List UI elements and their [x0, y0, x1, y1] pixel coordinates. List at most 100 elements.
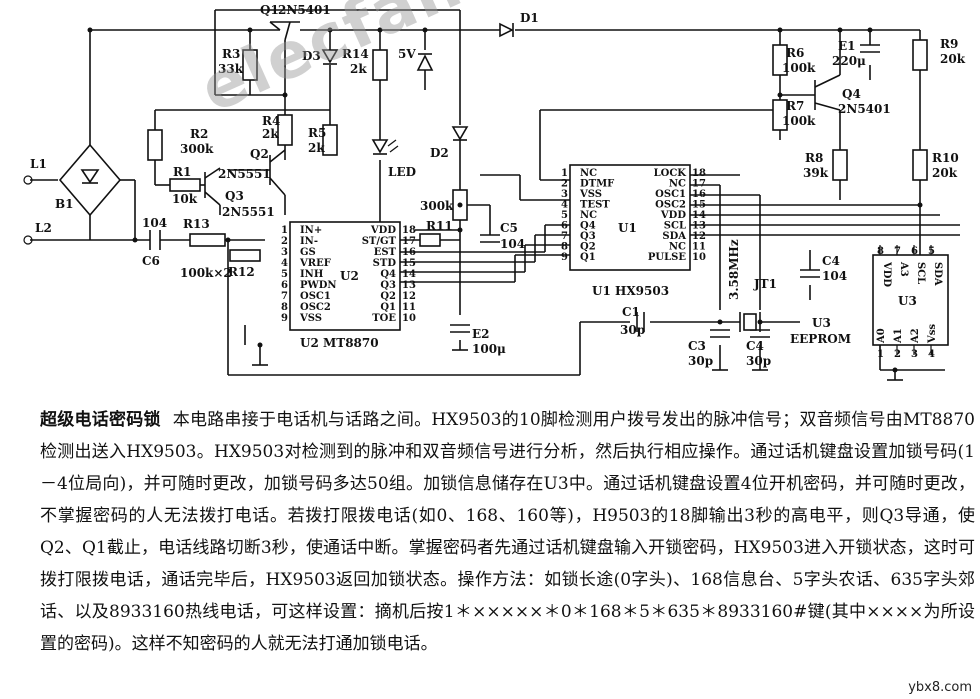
pin-number: 17 [692, 179, 706, 190]
pin-number: 8 [281, 302, 288, 313]
capacitor-C5: C5 104 [480, 221, 525, 251]
transistor-Q1: Q1 2N5401 [260, 3, 331, 41]
svg-text:C4: C4 [746, 339, 764, 353]
pin-label: Q2 [580, 242, 596, 253]
pin-number: 7 [894, 246, 901, 257]
pin-number: 8 [561, 242, 568, 253]
pin-label: VSS [579, 189, 602, 200]
pin-number: 2 [894, 349, 901, 360]
pin-number: 3 [911, 349, 918, 360]
pin-label: A1 [893, 328, 904, 344]
bridge-rectifier-B1: B1 [55, 143, 122, 217]
pin-label: NC [580, 168, 597, 179]
pin-number: 1 [281, 225, 288, 236]
svg-text:U1 HX9503: U1 HX9503 [592, 284, 669, 298]
pin-label: NC [580, 210, 597, 221]
svg-text:R7: R7 [786, 99, 804, 113]
svg-text:5V: 5V [398, 47, 416, 61]
pin-label: Q3 [380, 280, 396, 291]
pin-label: OSC2 [655, 200, 686, 211]
pin-label: VDD [881, 261, 892, 287]
pin-number: 6 [281, 280, 288, 291]
description-paragraph: 超级电话密码锁本电路串接于电话机与话路之间。HX9503的10脚检测用户拨号发出… [40, 404, 975, 660]
description-title: 超级电话密码锁 [40, 410, 161, 430]
pin-number: 4 [928, 349, 935, 360]
diode-D2: D2 [430, 126, 469, 160]
svg-text:220μ: 220μ [832, 54, 866, 68]
pin-number: 18 [692, 168, 706, 179]
svg-text:R13: R13 [183, 217, 210, 231]
pin-label: LOCK [654, 168, 687, 179]
pin-label: TEST [580, 200, 610, 211]
pin-label: SCL [664, 221, 686, 232]
capacitor-C3: C3 30p [688, 329, 730, 368]
pin-label: ST/GT [362, 236, 397, 247]
circuit-schematic: L1 L2 B1 104 C6 R13 R12 100k×2 R1 10k R2… [23, 3, 966, 381]
svg-text:30p: 30p [746, 354, 771, 368]
resistor-R3: R3 33k [218, 47, 258, 81]
svg-text:U3: U3 [812, 316, 831, 330]
pin-number: 11 [692, 242, 706, 253]
wiring [30, 9, 960, 380]
svg-text:U2 MT8870: U2 MT8870 [300, 336, 379, 350]
svg-text:C5: C5 [500, 221, 518, 235]
zener-diode-5V: 5V [398, 47, 434, 71]
svg-text:R6: R6 [786, 46, 804, 60]
diode-D3: D3 [302, 49, 339, 65]
svg-text:R12: R12 [228, 265, 255, 279]
pin-label: OSC1 [655, 189, 686, 200]
pin-label: STD [373, 258, 397, 269]
svg-text:E1: E1 [838, 39, 856, 53]
pin-number: 14 [692, 210, 706, 221]
svg-text:20k: 20k [932, 166, 958, 180]
capacitor-C1: C1 30p [620, 305, 645, 337]
pin-label: Q1 [580, 252, 596, 263]
pin-number: 3 [561, 189, 568, 200]
svg-text:U1: U1 [618, 221, 637, 235]
pin-number: 18 [402, 225, 416, 236]
pin-label: VDD [660, 210, 686, 221]
pin-label: OSC2 [300, 302, 331, 313]
junction-dots [87, 27, 923, 373]
pin-label: SDA [932, 262, 943, 286]
pin-label: VREF [299, 258, 331, 269]
pin-number: 4 [281, 258, 288, 269]
svg-text:10k: 10k [172, 192, 198, 206]
pin-number: 13 [402, 280, 416, 291]
svg-text:2k: 2k [262, 127, 279, 141]
svg-text:U2: U2 [340, 269, 359, 283]
pin-label: Q1 [380, 302, 396, 313]
pin-label: NC [669, 179, 686, 190]
svg-text:20k: 20k [940, 52, 966, 66]
pin-label: VDD [370, 225, 396, 236]
pin-number: 8 [877, 246, 884, 257]
resistor-R11: R11 [419, 219, 453, 247]
capacitor-C6: 104 C6 [142, 216, 167, 268]
svg-text:R1: R1 [173, 165, 191, 179]
svg-text:33k: 33k [218, 62, 244, 76]
svg-text:30p: 30p [688, 354, 713, 368]
pin-label: OSC1 [300, 291, 331, 302]
svg-text:C1: C1 [622, 305, 640, 319]
svg-text:JT1: JT1 [753, 277, 777, 291]
resistor-R9: R9 20k [912, 37, 966, 71]
pin-label: PWDN [300, 280, 337, 291]
pin-label: GS [300, 247, 316, 258]
pin-label: INH [300, 269, 323, 280]
svg-text:300k: 300k [180, 142, 214, 156]
svg-text:R9: R9 [940, 37, 958, 51]
pin-label: SDA [662, 231, 686, 242]
transistor-Q4: Q4 2N5401 [814, 74, 891, 116]
pin-label: A3 [898, 261, 909, 277]
pin-number: 17 [402, 236, 416, 247]
pin-number: 1 [877, 349, 884, 360]
svg-text:30p: 30p [620, 323, 645, 337]
resistor-R10: R10 20k [912, 149, 959, 181]
electrolytic-E1: E1 220μ [832, 39, 880, 68]
pin-number: 15 [402, 258, 416, 269]
crystal-JT1: JT1 3.58MHz [727, 239, 777, 332]
pin-number: 6 [911, 246, 918, 257]
pin-number: 9 [281, 313, 288, 324]
